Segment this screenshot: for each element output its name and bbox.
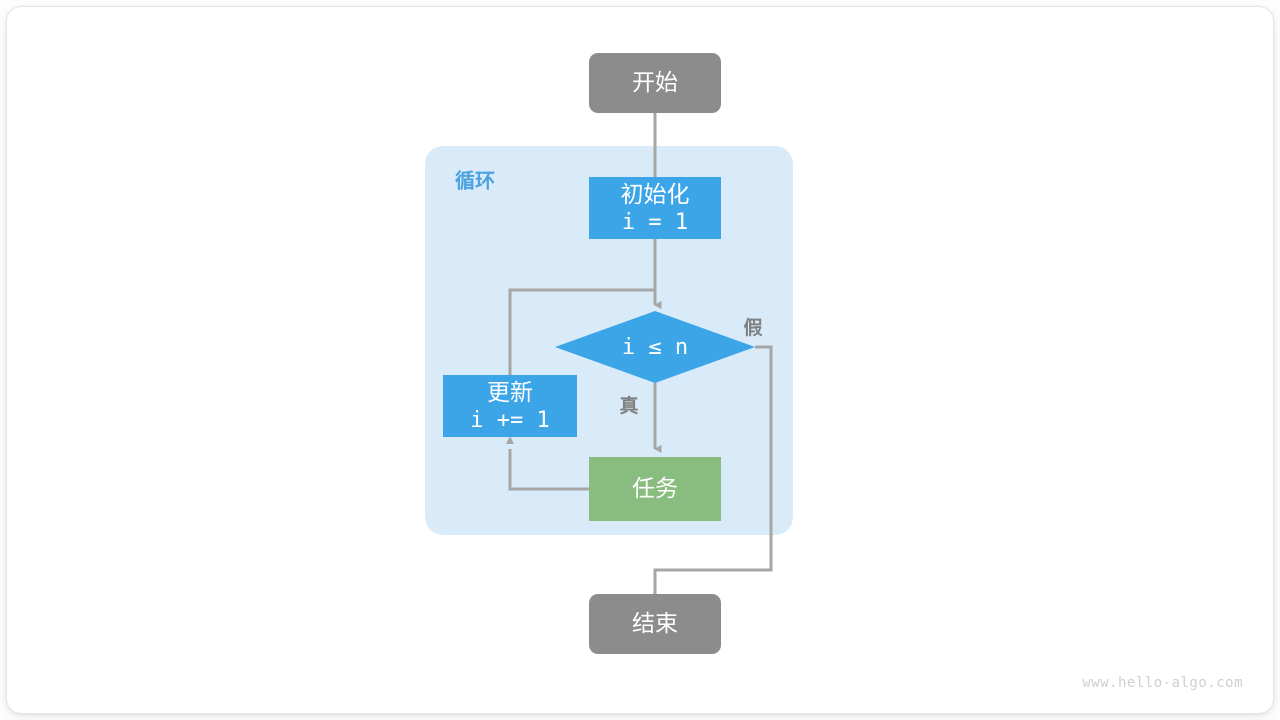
- node-update[interactable]: 更新 i += 1: [443, 375, 577, 437]
- flow-connectors: [506, 113, 773, 611]
- watermark-text: www.hello-algo.com: [1082, 675, 1243, 691]
- node-start-shape[interactable]: [589, 53, 721, 113]
- node-start-label: 开始: [632, 69, 678, 95]
- node-init[interactable]: 初始化 i = 1: [589, 177, 721, 239]
- edge-update-to-condition: [508, 288, 655, 375]
- node-task-shape[interactable]: [589, 457, 721, 521]
- node-update-label-line2: i += 1: [470, 408, 549, 433]
- node-condition-shape[interactable]: [555, 311, 755, 383]
- node-condition-label: i ≤ n: [622, 335, 688, 360]
- node-end-shape[interactable]: [589, 594, 721, 654]
- edge-label-false: 假: [743, 316, 762, 339]
- arrowhead-task-to-update: [506, 436, 514, 444]
- flowchart-svg: 循环 真 假: [425, 53, 793, 654]
- node-update-shape[interactable]: [443, 375, 577, 437]
- edge-label-true: 真: [619, 394, 638, 417]
- node-task[interactable]: 任务: [589, 457, 721, 521]
- node-task-label: 任务: [632, 475, 678, 501]
- node-end-label: 结束: [632, 610, 678, 636]
- node-init-shape[interactable]: [589, 177, 721, 239]
- node-update-label-line1: 更新: [487, 379, 533, 405]
- node-condition[interactable]: i ≤ n: [555, 311, 755, 383]
- diagram-frame: 循环 真 假: [7, 7, 1273, 713]
- edge-condition-false-to-end: [653, 345, 773, 611]
- node-start[interactable]: 开始: [589, 53, 721, 113]
- node-init-label-line1: 初始化: [621, 181, 690, 207]
- edge-task-to-update: [508, 449, 589, 491]
- node-end[interactable]: 结束: [589, 594, 721, 654]
- edge-label-group: 真 假: [619, 316, 762, 417]
- loop-group-label: 循环: [455, 168, 495, 192]
- node-init-label-line2: i = 1: [622, 210, 688, 235]
